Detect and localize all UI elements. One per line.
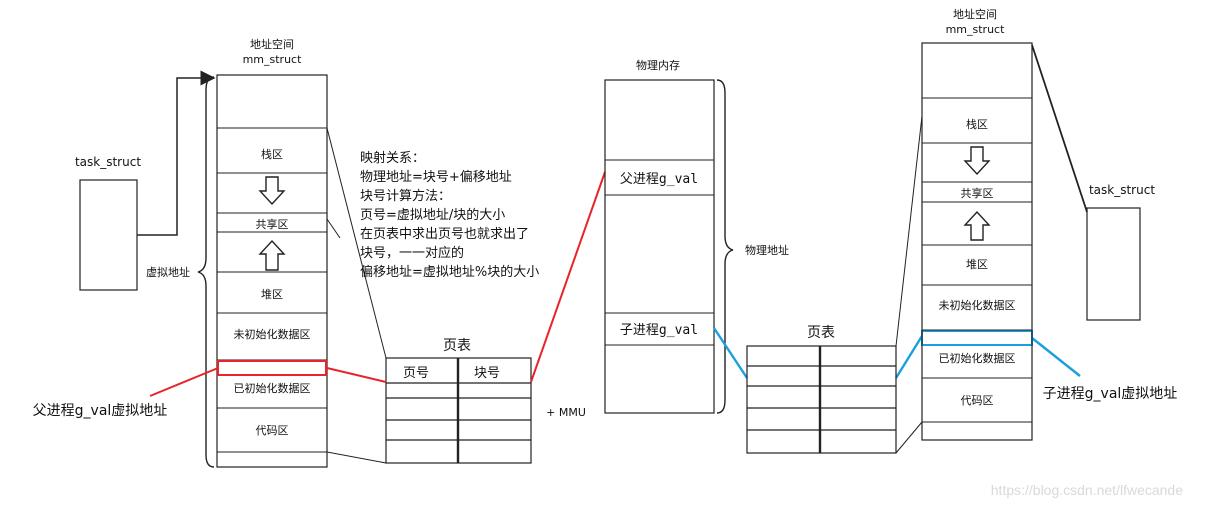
right-task-struct xyxy=(1086,207,1141,321)
watermark: https://blog.csdn.net/lfwecande xyxy=(991,482,1183,498)
left-task-struct: task_struct xyxy=(75,155,141,291)
left-down-arrow-icon xyxy=(258,176,286,206)
left-page-table-header-page: 页号 xyxy=(403,366,429,381)
physical-addr-label: 物理地址 xyxy=(745,243,789,257)
mapping-note-line: 页号=虚拟地址/块的大小 xyxy=(360,207,505,223)
right-addr-space-title: 地址空间 xyxy=(953,7,997,21)
right-page-table-title: 页表 xyxy=(807,325,835,341)
left-region-data: 已初始化数据区 xyxy=(234,381,311,395)
physical-memory xyxy=(604,79,715,414)
mapping-note-line: 在页表中求出页号也就求出了 xyxy=(360,227,529,242)
right-child-virtual-label: 子进程g_val虚拟地址 xyxy=(1043,386,1178,402)
left-brace xyxy=(197,76,215,468)
right-region-data: 已初始化数据区 xyxy=(939,351,1016,365)
right-down-arrow-icon xyxy=(963,146,991,176)
right-gval-highlight xyxy=(921,330,1033,346)
left-region-stack: 栈区 xyxy=(261,147,283,161)
left-address-space xyxy=(216,74,328,468)
right-mm-struct-title: mm_struct xyxy=(946,23,1006,36)
right-region-bss: 未初始化数据区 xyxy=(939,298,1016,312)
left-task-struct-label: task_struct xyxy=(75,155,141,169)
mapping-note-line: 映射关系： xyxy=(360,150,425,166)
mmu-label: + MMU xyxy=(546,406,586,419)
right-region-shared: 共享区 xyxy=(961,186,994,200)
mapping-note: 映射关系： 物理地址=块号+偏移地址 块号计算方法： 页号=虚拟地址/块的大小 … xyxy=(360,150,539,280)
mapping-note-line: 块号计算方法： xyxy=(360,188,451,204)
right-task-struct-label: task_struct xyxy=(1089,183,1155,197)
left-addr-space-title: 地址空间 xyxy=(250,37,294,51)
left-up-arrow-icon xyxy=(258,239,286,271)
left-virtual-addr-label: 虚拟地址 xyxy=(146,265,190,279)
mapping-note-line: 物理地址=块号+偏移地址 xyxy=(360,170,512,185)
mapping-note-line: 偏移地址=虚拟地址%块的大小 xyxy=(360,264,539,280)
physical-parent-gval: 父进程g_val xyxy=(620,172,698,187)
left-mm-struct-title: mm_struct xyxy=(243,53,303,66)
left-region-heap: 堆区 xyxy=(261,288,283,301)
right-region-code: 代码区 xyxy=(961,394,994,407)
right-region-heap: 堆区 xyxy=(966,258,988,271)
right-up-arrow-icon xyxy=(963,210,991,241)
physical-brace xyxy=(716,79,734,414)
right-task-arrow xyxy=(1031,44,1088,213)
left-gval-highlight xyxy=(217,360,327,376)
right-address-space xyxy=(921,42,1033,441)
physical-child-gval: 子进程g_val xyxy=(620,323,698,338)
right-region-stack: 栈区 xyxy=(966,117,988,131)
left-page-table-title: 页表 xyxy=(443,338,471,354)
left-task-arrow xyxy=(137,70,216,236)
left-page-table xyxy=(385,357,532,464)
physical-memory-title: 物理内存 xyxy=(636,58,680,72)
right-page-table xyxy=(746,345,897,454)
left-page-table-header-block: 块号 xyxy=(474,366,500,381)
left-region-shared: 共享区 xyxy=(256,217,289,231)
left-region-code: 代码区 xyxy=(256,424,289,437)
left-parent-virtual-label: 父进程g_val虚拟地址 xyxy=(33,403,168,419)
left-region-bss: 未初始化数据区 xyxy=(234,327,311,341)
mapping-note-line: 块号，一一对应的 xyxy=(360,245,464,261)
